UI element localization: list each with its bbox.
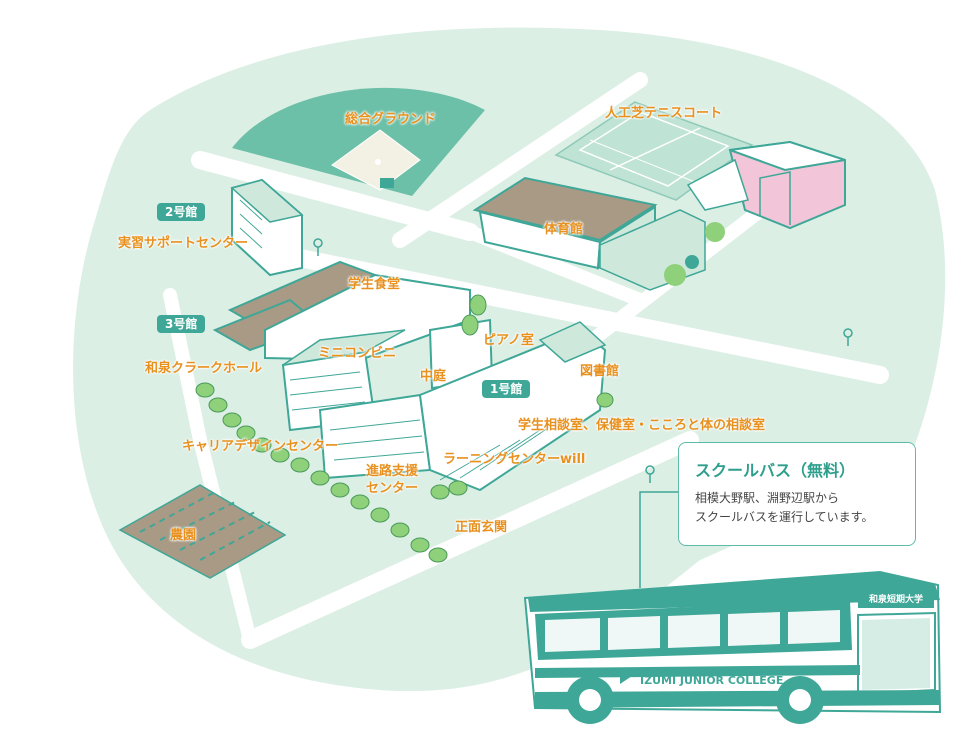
label-library: 図書館 [580, 364, 620, 379]
gymnasium [472, 176, 725, 291]
label-career-support-1: 進路支援 [366, 464, 419, 479]
bus-college-name: IZUMI JUNIOR COLLEGE [640, 674, 784, 687]
label-tennis-court: 人工芝テニスコート [605, 106, 723, 121]
label-sports-ground: 総合グラウンド [345, 112, 437, 127]
school-bus [523, 570, 942, 724]
label-gym: 体育館 [544, 222, 584, 237]
bus-top-sign: 和泉短期大学 [858, 592, 934, 608]
label-courtyard: 中庭 [420, 369, 447, 384]
label-support-center: 実習サポートセンター [118, 236, 249, 251]
label-counseling: 学生相談室、保健室・こころと体の相談室 [518, 418, 766, 433]
building-2 [230, 178, 304, 277]
map-pins [313, 238, 853, 483]
label-cafeteria: 学生食堂 [348, 277, 401, 292]
badge-building-2: 2号館 [157, 203, 206, 221]
label-main-entrance: 正面玄関 [455, 520, 508, 535]
hedges [195, 294, 614, 563]
badge-building-1: 1号館 [482, 380, 531, 398]
badge-building-3: 3号館 [157, 315, 206, 333]
label-career-support-2: センター [366, 481, 419, 496]
farm-field [118, 484, 287, 579]
club-building [686, 140, 846, 230]
school-bus-desc-2: スクールバスを運行しています。 [695, 510, 874, 524]
label-farm: 農園 [170, 528, 197, 543]
school-bus-title: スクールバス（無料） [695, 461, 856, 480]
school-bus-desc-1: 相模大野駅、淵野辺駅から [695, 491, 840, 505]
main-buildings [212, 260, 607, 492]
bus-connector [639, 491, 678, 588]
label-piano-room: ピアノ室 [483, 333, 534, 348]
school-bus-info: スクールバス（無料） 相模大野駅、淵野辺駅から スクールバスを運行しています。 [678, 442, 916, 546]
label-career-center: キャリアデザインセンター [182, 439, 339, 454]
label-clark-hall: 和泉クラークホール [145, 361, 263, 376]
label-learning-center: ラーニングセンターwill [443, 452, 586, 467]
sports-ground [232, 87, 485, 196]
label-minimart: ミニコンビニ [318, 346, 397, 361]
tennis-court [554, 101, 754, 201]
